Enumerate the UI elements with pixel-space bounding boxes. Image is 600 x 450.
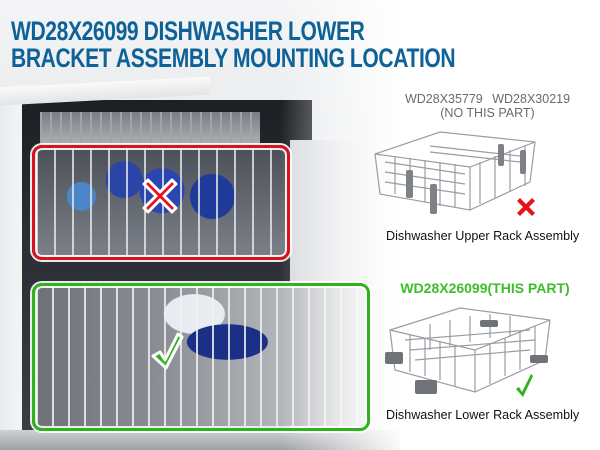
upper-rack-caption: Dishwasher Upper Rack Assembly (386, 229, 580, 243)
lower-rack-highlight-box (32, 283, 370, 431)
red-x-icon (142, 178, 178, 214)
lower-rack-caption: Dishwasher Lower Rack Assembly (386, 408, 580, 422)
upper-rack-image (374, 131, 536, 214)
lower-rack-image (385, 307, 551, 394)
top-utensil-rack (40, 112, 260, 144)
lower-part-code: WD28X26099(THIS PART) (400, 280, 570, 296)
title-line-1: WD28X26099 DISHWASHER LOWER (11, 16, 365, 46)
green-check-icon (151, 332, 184, 370)
page-title: WD28X26099 DISHWASHER LOWER BRACKET ASSE… (11, 16, 456, 73)
red-x-icon (517, 198, 535, 216)
title-line-2: BRACKET ASSEMBLY MOUNTING LOCATION (11, 43, 456, 73)
upper-part-note: (NO THIS PART) (440, 106, 535, 120)
photo-fade (280, 0, 400, 450)
upper-part-codes: WD28X35779 WD28X30219 (NO THIS PART) (375, 92, 600, 120)
upper-part-numbers: WD28X35779 WD28X30219 (404, 92, 571, 106)
upper-rack-highlight-box (32, 145, 290, 260)
green-check-icon (516, 374, 533, 397)
